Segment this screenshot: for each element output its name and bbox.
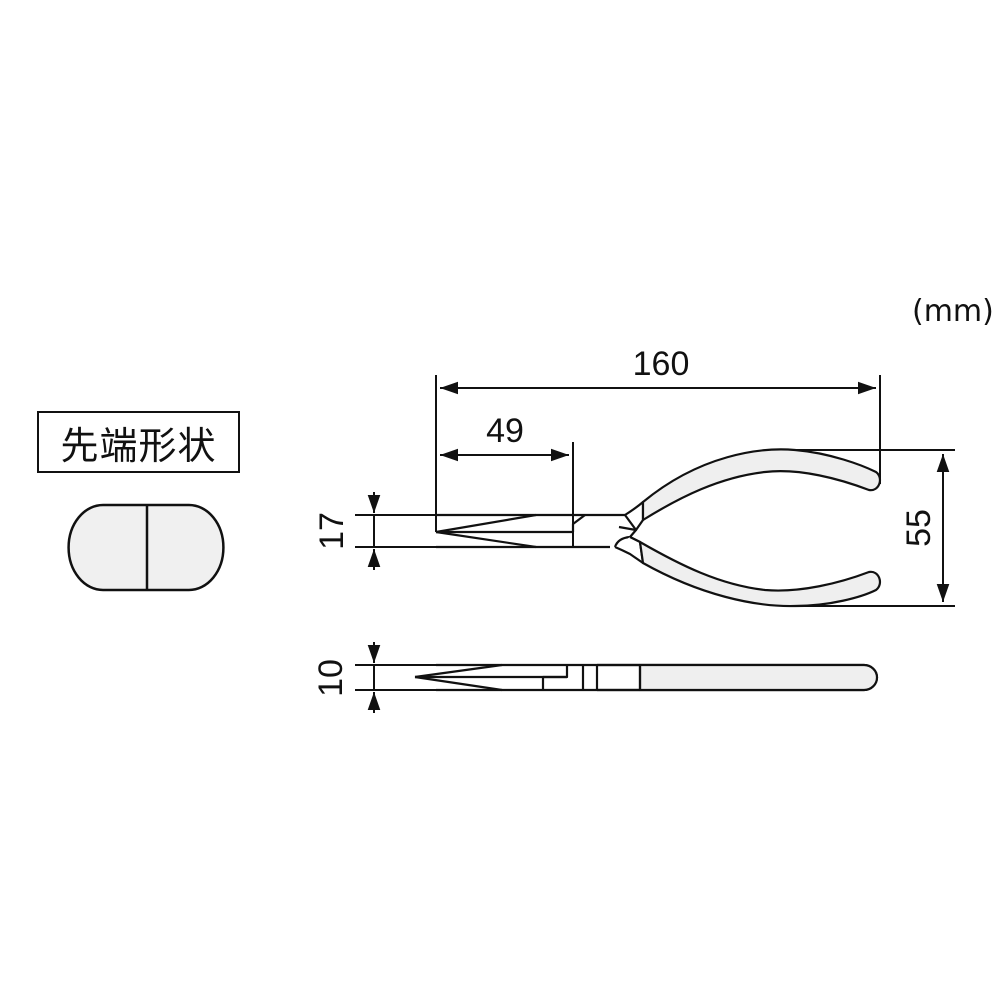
tip-shape-cross-section [67,503,225,592]
overall-length-value: 160 [633,345,690,383]
thickness-value: 10 [312,659,350,697]
tip-shape-label: 先端形状 [60,423,217,468]
tip-shape-label-box: 先端形状 [37,411,240,473]
dimension-nose-width: 17 [313,492,436,570]
handle-spread-value: 55 [900,509,938,547]
dimension-nose-length: 49 [440,412,574,547]
nose-width-value: 17 [313,512,351,550]
unit-label: (mm) [912,294,994,329]
pliers-top-view [435,448,882,608]
dimension-thickness: 10 [312,642,436,713]
pliers-side-view [414,663,879,692]
dimension-handle-spread: 55 [785,449,955,607]
dimension-overall-length: 160 [435,345,881,532]
nose-length-value: 49 [486,412,524,450]
